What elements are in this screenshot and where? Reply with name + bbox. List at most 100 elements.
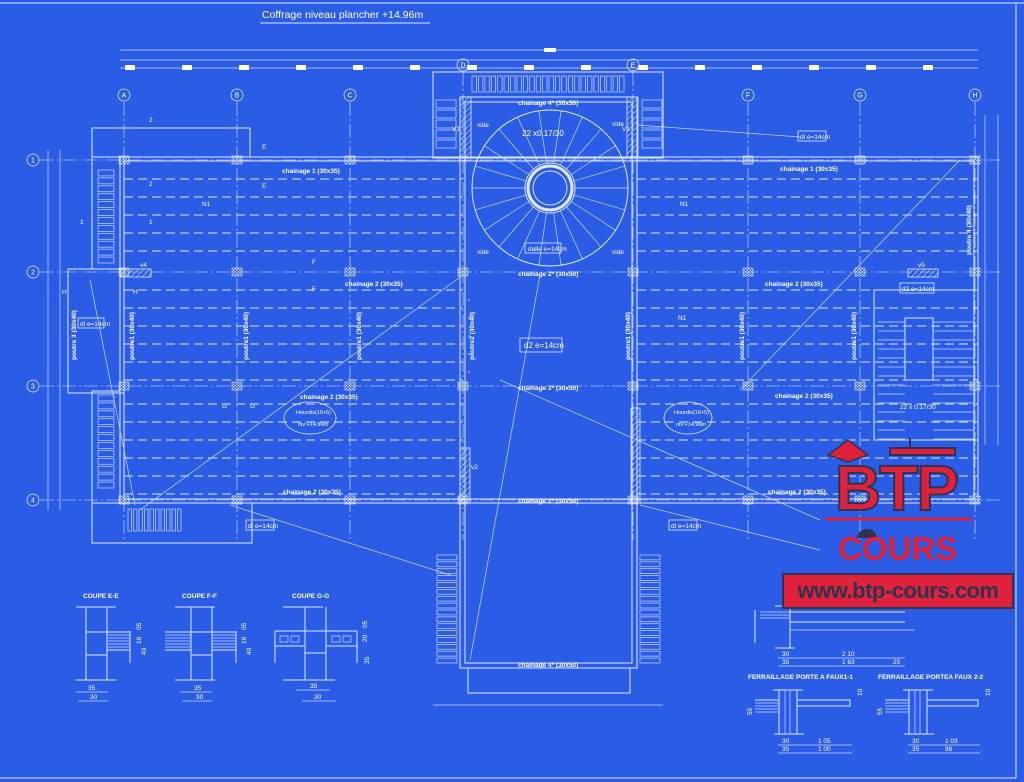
stair-step [639,623,661,629]
dimension-text: 20 [362,634,369,642]
column [742,267,754,277]
cut-mark: 2 [149,117,153,124]
stair-step [435,109,457,119]
stair-step [436,609,458,616]
slab-thickness-label: d2 e=14cm [524,341,564,350]
stair-step [97,481,115,489]
dimension-box [353,65,363,70]
cut-mark: 1 [149,219,153,226]
void-label: vide [612,249,624,256]
stair-step [639,657,661,664]
stair-step [555,75,561,93]
column [344,495,356,505]
joist-lines [124,178,978,495]
stair-step [127,508,132,532]
axis-bubble [343,88,357,102]
spiral-step [484,201,530,231]
column [118,495,130,505]
column [969,495,981,505]
axis-bubble [456,58,470,72]
dimension-box [866,65,876,70]
dimension-text: 55 [877,707,884,715]
crane-icon [889,438,956,456]
stair-step [436,602,458,609]
hatched-walls [120,96,939,504]
ferraillage-top: 30 2 10 35 1 63 25 [754,605,915,667]
stair-step [436,650,458,657]
axis-label: H [972,93,977,100]
cut-mark: H [133,289,138,296]
cut-mark: H [62,289,67,296]
spiral-step [553,110,562,164]
stair-step [177,508,182,532]
beam-label: chainage 2 (30x35) [345,281,403,288]
spiral-step [538,212,547,266]
stair-step [436,575,458,581]
stair-step [639,561,661,568]
dimension-box [239,65,249,70]
stair-step [97,450,115,457]
axis-label: 4 [31,498,35,505]
beam-label: chainage 2 (30x35) [768,489,826,496]
stair-step [436,582,458,588]
stair-step [133,508,138,532]
axis-bubble [626,58,640,72]
slab-label: N1 [680,201,689,208]
axis-label: F [746,93,750,100]
section-f-f: COUPE F-F 40 16 05 35 30 [165,593,253,702]
column [231,495,243,505]
dimension-text: 1 63 [842,659,855,666]
spiral-step [560,116,583,166]
spiral-step [570,201,616,231]
lintel-label: V1 [622,126,630,133]
stair-step [171,508,176,532]
logo-url-banner: www.btp-cours.com [782,573,1014,609]
cut-mark: F [312,286,316,293]
stair-step [639,644,661,650]
stair-step [97,457,115,465]
stair-step [436,589,458,595]
dimension-box [182,65,192,70]
section-title: COUPE E-E [83,593,119,600]
axis-label: A [122,93,127,100]
slab-thickness-label: dl e=14cm [671,523,701,530]
dimension-box [695,65,705,70]
column [118,381,130,391]
dimension-lines [47,48,999,706]
column [231,267,243,277]
dimension-text: 16 [136,636,143,644]
stair-step [639,568,661,574]
dimension-box [524,65,534,70]
dimension-text: 30 [196,694,204,701]
stair-step [567,75,574,93]
lintel-label: V1 [452,126,460,133]
stair-step [529,75,535,93]
cut-mark: G [222,403,227,410]
slab-thickness-label: dalle e=14cm [528,246,567,253]
dimension-box [638,65,648,70]
stair-step [639,650,661,657]
cut-mark: E [262,183,267,190]
stair-step [160,508,165,532]
beam-label: chainage 2* (30x50) [518,385,578,392]
stair-step [436,644,458,650]
spiral-step [573,165,625,182]
beam-label: chainage 1 (30x35) [282,168,340,175]
cut-mark: G [250,403,255,410]
section-title: FERRAILLAGE PORTEA FAUX 2-2 [878,674,984,681]
stair-step [435,139,457,149]
stair-step [138,508,143,532]
dimension-box [544,48,556,52]
dimension-text: 35 [310,683,318,690]
stair-step [97,426,115,433]
stair-step [97,201,115,208]
dimension-box [296,65,306,70]
void-label: vide [477,249,489,256]
poutre-label: poutre1 (30x40) [356,312,363,360]
stair-step [510,75,516,93]
column [457,267,469,277]
dimension-box [752,65,762,70]
column [742,381,754,391]
column [627,267,639,277]
